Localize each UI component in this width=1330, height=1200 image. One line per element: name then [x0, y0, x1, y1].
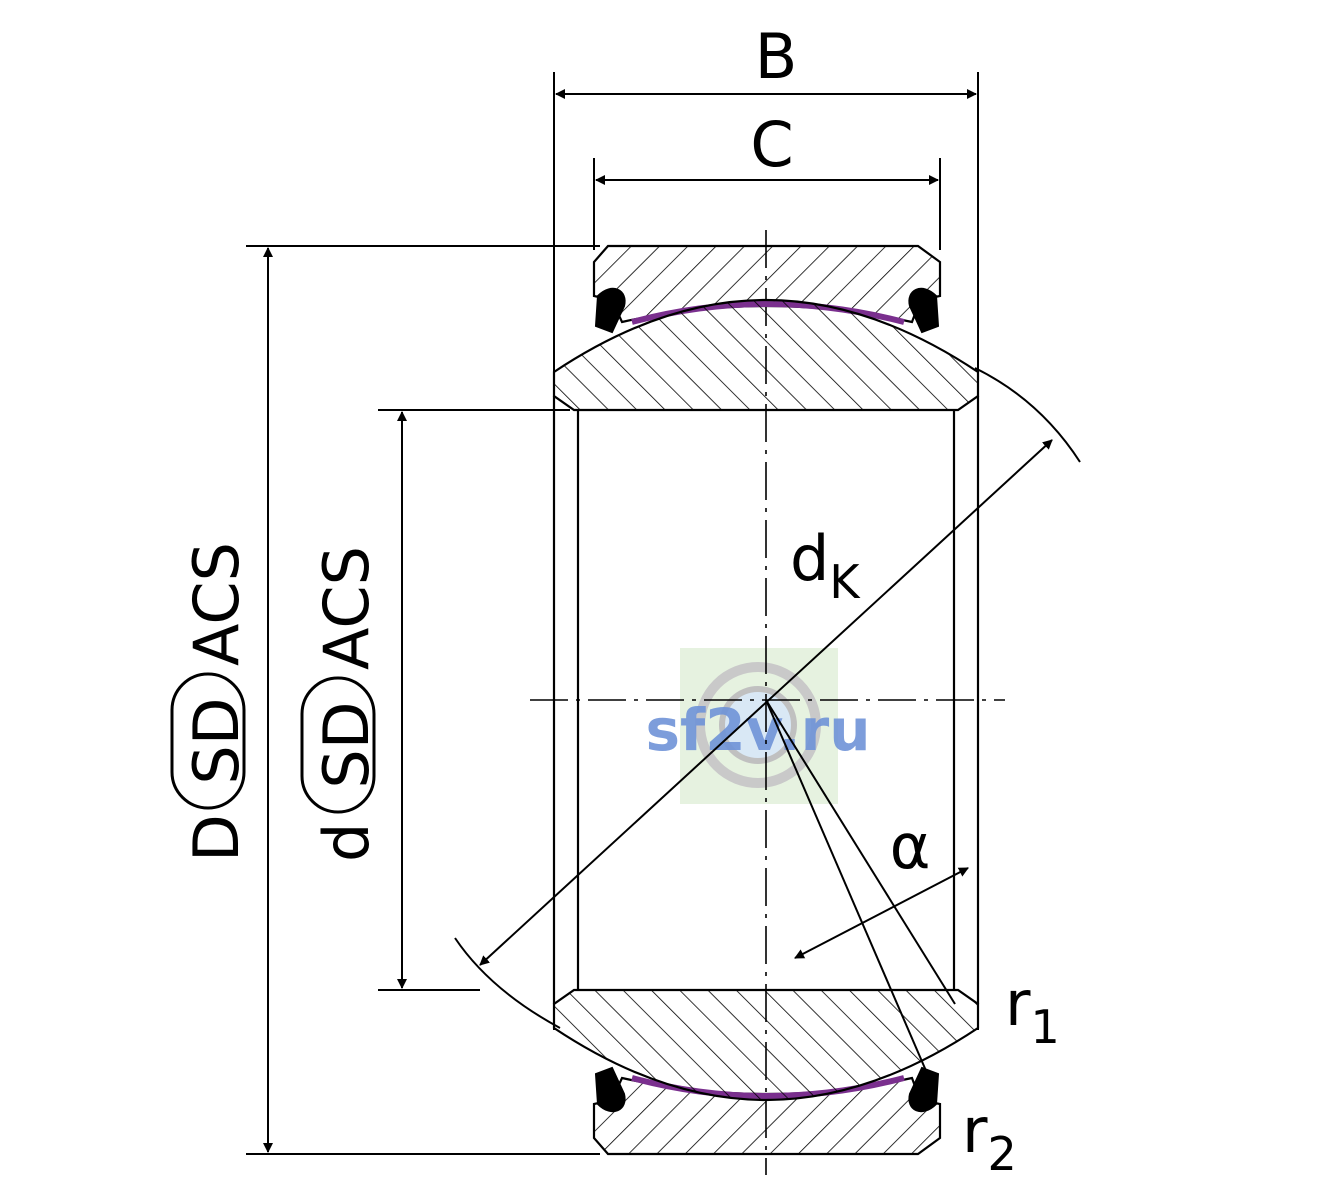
inner-ring-bottom: [552, 988, 980, 1102]
label-outer-diameter-letter: D: [180, 814, 253, 862]
label-outer-diameter-badge: SD: [180, 697, 253, 784]
label-r1-sub: 1: [1031, 1000, 1060, 1054]
angle-dim-line: [794, 867, 969, 959]
bore: [552, 396, 980, 1004]
watermark: sf2v.ru: [645, 648, 871, 804]
label-r2: r2: [962, 1094, 1017, 1181]
angle-lines: [765, 699, 969, 1081]
watermark-text: sf2v.ru: [645, 696, 870, 764]
label-r2-sub: 2: [988, 1127, 1017, 1181]
label-r1: r1: [1005, 967, 1060, 1054]
label-dk: dK: [790, 522, 861, 609]
sphere-arcs: [454, 367, 1081, 1029]
label-outer-diameter-badge-outline: [170, 672, 246, 810]
label-r1-letter: r: [1005, 967, 1031, 1040]
label-alpha: α: [890, 810, 931, 883]
seals: [594, 287, 940, 1113]
label-bore-diameter-badge: SD: [310, 701, 383, 788]
label-bore-diameter: d SD ACS: [300, 546, 383, 862]
label-r2-letter: r: [962, 1094, 988, 1167]
label-c: C: [750, 108, 793, 181]
inner-ring-top: [552, 298, 980, 412]
label-outer-diameter-suffix: ACS: [180, 542, 253, 666]
label-outer-diameter: D SD ACS: [170, 542, 253, 862]
label-b: B: [755, 20, 798, 93]
label-bore-diameter-badge-outline: [300, 676, 376, 814]
dimension-lines: [263, 89, 1053, 1153]
label-bore-diameter-suffix: ACS: [310, 546, 383, 670]
label-bore-diameter-letter: d: [310, 823, 383, 862]
label-dk-sub: K: [829, 555, 861, 609]
label-dk-letter: d: [790, 522, 829, 595]
